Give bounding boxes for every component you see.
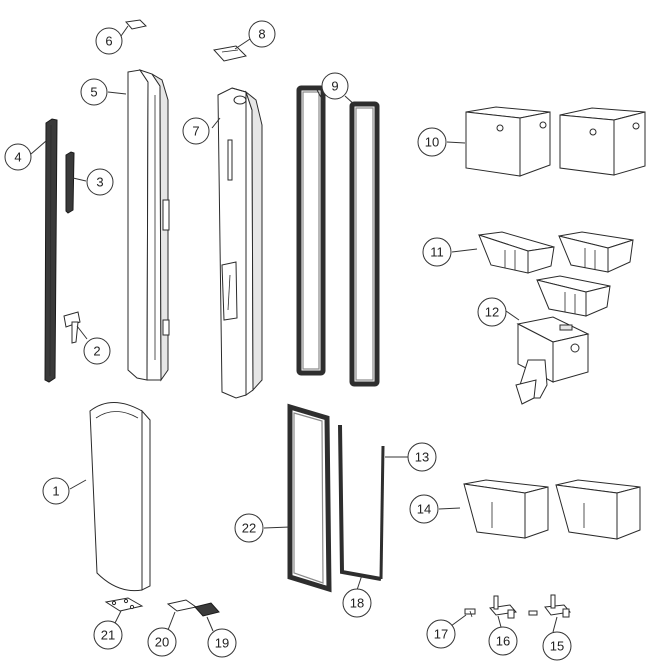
- callout-15: 15: [542, 631, 572, 661]
- callout-label: 2: [93, 344, 100, 359]
- part-9-gaskets: [296, 85, 380, 387]
- callout-label: 12: [485, 305, 499, 320]
- callout-2: 2: [83, 337, 111, 365]
- callout-label: 8: [258, 27, 265, 42]
- part-11-shelves: [478, 231, 634, 317]
- part-7-upper-door-right: [217, 87, 263, 399]
- callout-label: 22: [242, 521, 256, 536]
- callout-label: 18: [350, 596, 364, 611]
- part-10-bins: [465, 106, 646, 177]
- part-20-pad: [166, 599, 198, 612]
- callout-11: 11: [422, 237, 452, 267]
- part-12-ice-bucket: [515, 316, 590, 405]
- part-18-seal: [338, 424, 382, 581]
- callout-label: 7: [192, 124, 199, 139]
- callout-label: 1: [52, 484, 59, 499]
- callout-label: 21: [101, 628, 115, 643]
- callout-label: 16: [496, 634, 510, 649]
- part-3-handle-strip: [65, 151, 75, 214]
- callout-label: 13: [415, 450, 429, 465]
- part-5-upper-door-left: [127, 69, 170, 382]
- part-1-freezer-door: [89, 402, 151, 592]
- leader-lines: [30, 25, 558, 633]
- callout-label: 14: [417, 502, 431, 517]
- callout-1: 1: [42, 477, 70, 505]
- callout-16: 16: [488, 626, 518, 656]
- callout-10: 10: [417, 127, 447, 157]
- part-4-door-trim: [44, 118, 58, 383]
- part-14-lower-bins: [463, 479, 641, 540]
- callout-label: 9: [331, 79, 338, 94]
- callout-label: 10: [425, 135, 439, 150]
- callout-7: 7: [182, 117, 210, 145]
- part-16-hinge: [489, 595, 517, 619]
- part-22-lower-gasket: [287, 403, 332, 593]
- part-8-bracket: [213, 45, 247, 62]
- callout-9: 9: [321, 72, 349, 100]
- part-15-hinge: [528, 594, 571, 618]
- callout-6: 6: [95, 27, 123, 55]
- callout-17: 17: [426, 619, 456, 649]
- part-2-hinge: [63, 311, 81, 344]
- callout-label: 15: [550, 639, 564, 654]
- part-6-clip: [125, 19, 148, 30]
- callout-label: 3: [96, 175, 103, 190]
- callout-13: 13: [407, 442, 437, 472]
- callout-19: 19: [207, 628, 237, 658]
- part-13-seal-strip: [379, 445, 385, 580]
- callout-5: 5: [80, 78, 108, 106]
- part-19-dark-pad: [194, 602, 220, 617]
- callout-8: 8: [248, 20, 276, 48]
- callout-label: 17: [434, 627, 448, 642]
- callout-label: 4: [14, 150, 21, 165]
- part-17-screw: [464, 608, 476, 618]
- callout-label: 11: [430, 245, 444, 260]
- part-21-hinge-plate: [104, 597, 144, 612]
- callout-22: 22: [234, 513, 264, 543]
- callout-3: 3: [86, 168, 114, 196]
- callout-14: 14: [409, 494, 439, 524]
- callout-12: 12: [477, 297, 507, 327]
- callout-label: 20: [155, 635, 169, 650]
- callout-label: 19: [215, 636, 229, 651]
- callout-20: 20: [147, 627, 177, 657]
- callout-label: 5: [90, 85, 97, 100]
- callout-21: 21: [93, 620, 123, 650]
- callout-label: 6: [105, 34, 112, 49]
- callouts: 1 2 3 4 5 6 7 8: [4, 20, 572, 661]
- callout-18: 18: [342, 588, 372, 618]
- callout-4: 4: [4, 143, 32, 171]
